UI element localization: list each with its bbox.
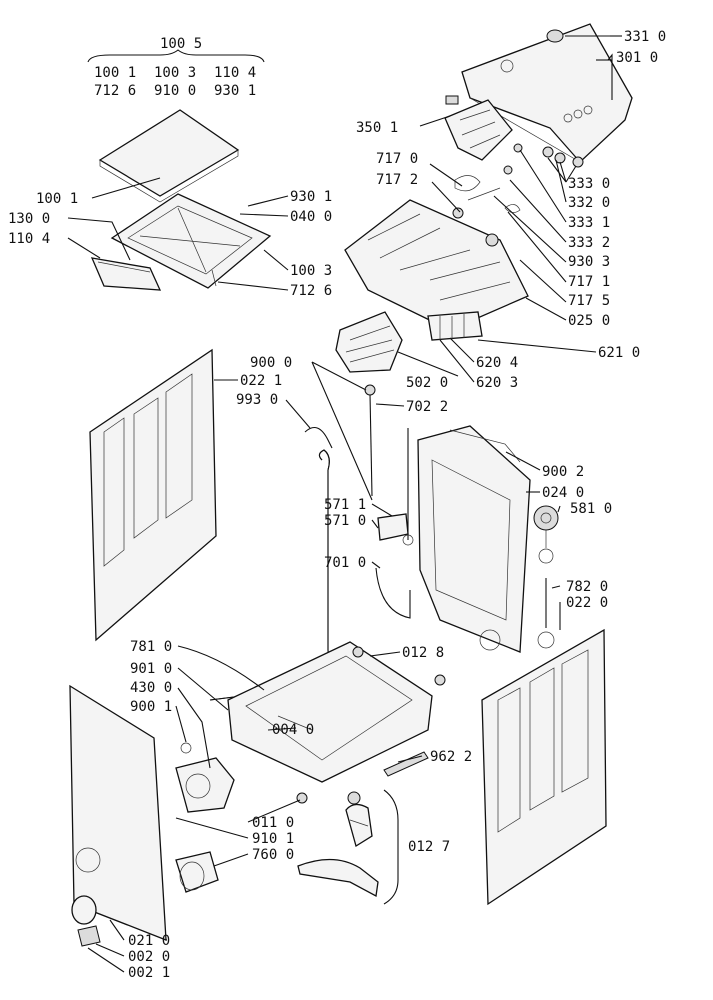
label-012-7: 012 7 bbox=[408, 839, 450, 855]
label-910-1: 910 1 bbox=[252, 831, 294, 847]
label-701-0: 701 0 bbox=[324, 555, 366, 571]
header-group: 100 5 100 1 100 3 110 4 712 6 910 0 930 … bbox=[87, 36, 265, 99]
label-002-0: 002 0 bbox=[128, 949, 170, 965]
label-702-2: 702 2 bbox=[406, 399, 448, 415]
label-717-5: 717 5 bbox=[568, 293, 610, 309]
label-571-0: 571 0 bbox=[324, 513, 366, 529]
label-900-1: 900 1 bbox=[130, 699, 172, 715]
label-025-0: 025 0 bbox=[568, 313, 610, 329]
label-022-0: 022 0 bbox=[566, 595, 608, 611]
rear-frame-part bbox=[417, 425, 559, 653]
label-100-1: 100 1 bbox=[36, 191, 78, 207]
right-side-panel-part bbox=[481, 628, 607, 906]
label-021-0: 021 0 bbox=[128, 933, 170, 949]
header-row2-item3: 930 1 bbox=[214, 83, 256, 99]
header-row2-item1: 712 6 bbox=[94, 83, 136, 99]
label-620-3: 620 3 bbox=[476, 375, 518, 391]
label-581-0: 581 0 bbox=[570, 501, 612, 517]
label-333-2: 333 2 bbox=[568, 235, 610, 251]
feet-part bbox=[297, 791, 379, 898]
header-row1-item2: 100 3 bbox=[154, 65, 196, 81]
header-brace bbox=[87, 49, 265, 63]
leader-lines bbox=[67, 35, 622, 973]
hoses-part bbox=[209, 384, 414, 701]
label-100-3: 100 3 bbox=[290, 263, 332, 279]
control-board-part bbox=[444, 95, 584, 175]
label-024-0: 024 0 bbox=[542, 485, 584, 501]
label-502-0: 502 0 bbox=[406, 375, 448, 391]
label-760-0: 760 0 bbox=[252, 847, 294, 863]
left-side-panel-part bbox=[89, 348, 217, 642]
label-004-0: 004 0 bbox=[272, 722, 314, 738]
label-002-1: 002 1 bbox=[128, 965, 170, 981]
label-993-0: 993 0 bbox=[236, 392, 278, 408]
header-row1-item1: 100 1 bbox=[94, 65, 136, 81]
pump-filter-part bbox=[175, 742, 235, 893]
front-panel-part bbox=[69, 684, 167, 947]
label-331-0: 331 0 bbox=[624, 29, 666, 45]
part-labels: 331 0 301 0 350 1 717 0 717 2 333 0 332 … bbox=[8, 29, 666, 981]
label-717-1: 717 1 bbox=[568, 274, 610, 290]
lid-part bbox=[98, 109, 240, 203]
label-012-8: 012 8 bbox=[402, 645, 444, 661]
label-717-0: 717 0 bbox=[376, 151, 418, 167]
label-930-3: 930 3 bbox=[568, 254, 610, 270]
label-130-0: 130 0 bbox=[8, 211, 50, 227]
base-frame-part bbox=[227, 641, 446, 804]
label-621-0: 621 0 bbox=[598, 345, 640, 361]
label-040-0: 040 0 bbox=[290, 209, 332, 225]
label-301-0: 301 0 bbox=[616, 50, 658, 66]
pump-module-part bbox=[335, 311, 403, 373]
label-333-1: 333 1 bbox=[568, 215, 610, 231]
label-901-0: 901 0 bbox=[130, 661, 172, 677]
label-781-0: 781 0 bbox=[130, 639, 172, 655]
label-782-0: 782 0 bbox=[566, 579, 608, 595]
label-900-2: 900 2 bbox=[542, 464, 584, 480]
label-011-0: 011 0 bbox=[252, 815, 294, 831]
label-571-1: 571 1 bbox=[324, 497, 366, 513]
label-930-1: 930 1 bbox=[290, 189, 332, 205]
label-962-2: 962 2 bbox=[430, 749, 472, 765]
label-333-0: 333 0 bbox=[568, 176, 610, 192]
label-717-2: 717 2 bbox=[376, 172, 418, 188]
header-group-label: 100 5 bbox=[160, 36, 202, 52]
label-350-1: 350 1 bbox=[356, 120, 398, 136]
label-022-1: 022 1 bbox=[240, 373, 282, 389]
header-row1-item3: 110 4 bbox=[214, 65, 256, 81]
label-900-0: 900 0 bbox=[250, 355, 292, 371]
label-620-4: 620 4 bbox=[476, 355, 518, 371]
dispenser-part bbox=[344, 175, 529, 341]
top-frame-part bbox=[90, 193, 272, 291]
label-110-4: 110 4 bbox=[8, 231, 50, 247]
label-712-6: 712 6 bbox=[290, 283, 332, 299]
header-row2-item2: 910 0 bbox=[154, 83, 196, 99]
label-430-0: 430 0 bbox=[130, 680, 172, 696]
label-332-0: 332 0 bbox=[568, 195, 610, 211]
